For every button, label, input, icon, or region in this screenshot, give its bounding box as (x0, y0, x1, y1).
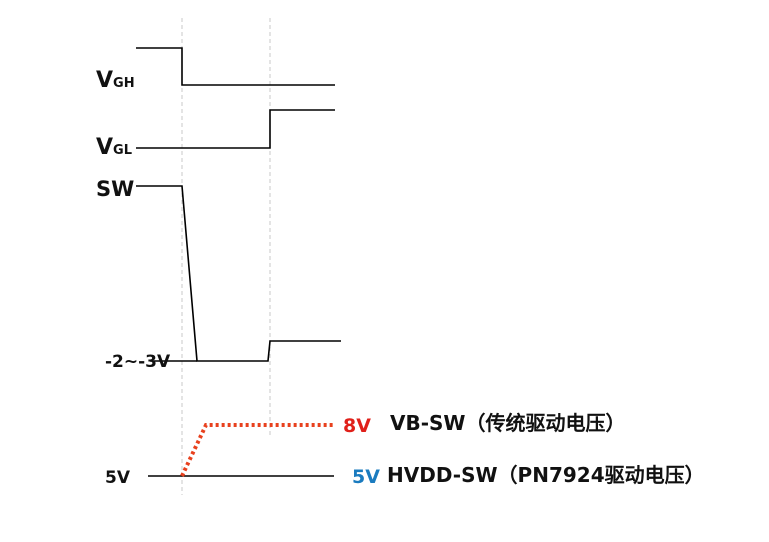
vgl-waveform (136, 109, 335, 149)
vb-dotted-waveform (180, 423, 334, 477)
hvdd-name-label: HVDD-SW（PN7924驱动电压） (387, 463, 705, 487)
hvdd-voltage-label: 5V (352, 466, 380, 488)
bottom-5v-label: 5V (105, 468, 131, 488)
sw-low-level-label: -2~-3V (105, 352, 171, 372)
vgl-label: VGL (96, 135, 132, 160)
vb-name-label: VB-SW（传统驱动电压） (390, 411, 626, 435)
vgh-label: VGH (96, 68, 135, 93)
sw-label: SW (96, 177, 134, 201)
sw-waveform (136, 185, 341, 362)
vb-voltage-label: 8V (343, 415, 371, 437)
vgh-waveform (136, 47, 335, 86)
